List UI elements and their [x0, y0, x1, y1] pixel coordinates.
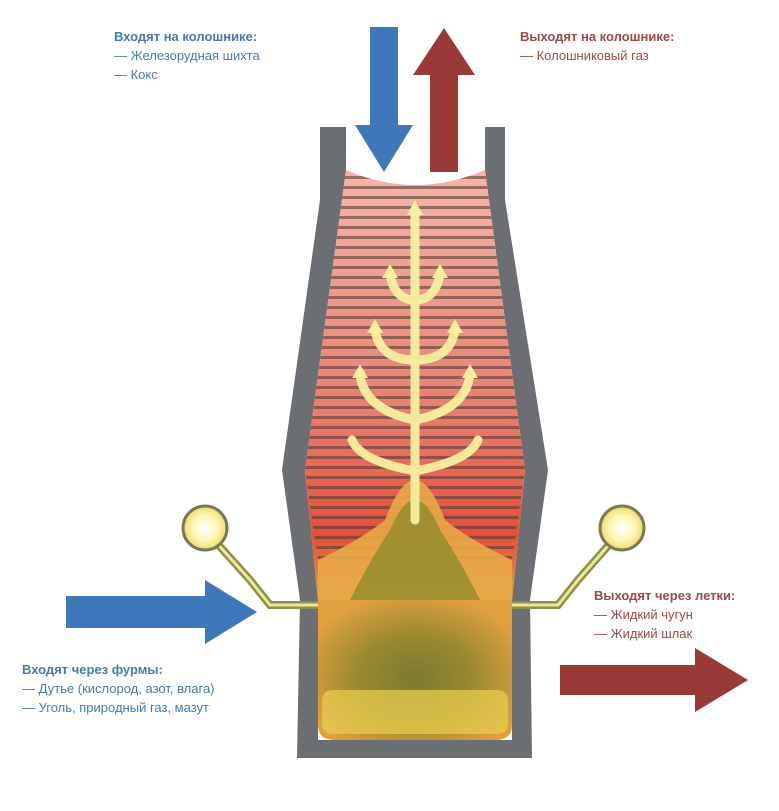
top-output-item: — Колошниковый газ	[520, 48, 649, 63]
top-input-item: — Железорудная шихта	[114, 48, 260, 63]
top-gas-output-arrow	[413, 28, 475, 172]
tuyere-input-label: Входят через фурмы: — Дутье (кислород, а…	[22, 660, 215, 717]
taphole-output-item: — Жидкий чугун	[594, 607, 693, 622]
tap-output-arrow	[560, 648, 748, 712]
furnace-wall	[282, 127, 548, 758]
gas-flow-arrows	[347, 210, 483, 525]
right-tuyere	[512, 504, 646, 609]
left-tuyere	[181, 504, 318, 609]
top-output-label: Выходят на колошнике: — Колошниковый газ	[520, 27, 674, 65]
top-output-title: Выходят на колошнике:	[520, 29, 675, 44]
tuyere-input-title: Входят через фурмы:	[22, 662, 163, 677]
tuyere-input-item: — Уголь, природный газ, мазут	[22, 700, 209, 715]
tuyere-input-item: — Дутье (кислород, азот, влага)	[22, 681, 215, 696]
taphole-output-title: Выходят через летки:	[594, 588, 736, 603]
charge-input-arrow	[355, 27, 413, 172]
top-input-label: Входят на колошнике: — Железорудная шихт…	[114, 27, 260, 84]
top-input-title: Входят на колошнике:	[114, 29, 258, 44]
top-input-item: — Кокс	[114, 67, 158, 82]
taphole-output-item: — Жидкий шлак	[594, 626, 693, 641]
blast-input-arrow	[66, 580, 257, 644]
gas-arrowheads	[352, 200, 478, 378]
dead-man-cone	[350, 500, 480, 600]
iron-layer	[322, 690, 508, 734]
taphole-output-label: Выходят через летки: — Жидкий чугун — Жи…	[594, 586, 735, 643]
